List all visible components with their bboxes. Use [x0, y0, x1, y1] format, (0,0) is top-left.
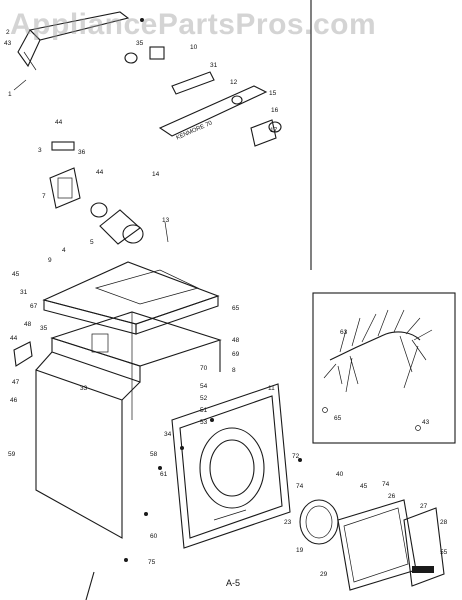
part-label: 1 — [8, 91, 12, 98]
front-panel — [171, 383, 291, 549]
part-label: 2 — [6, 29, 10, 36]
part-label: 58 — [150, 451, 158, 458]
part-label: 51 — [200, 407, 208, 414]
part-label: 74 — [382, 481, 390, 488]
part-label: 43 — [4, 40, 12, 47]
part-label: 15 — [269, 90, 277, 97]
part-label: 19 — [296, 547, 304, 554]
part-label: 75 — [148, 559, 156, 566]
part-label: 12 — [230, 79, 238, 86]
part-label: 55 — [440, 549, 448, 556]
part-label: 44 — [96, 169, 104, 176]
part-label: 7 — [42, 193, 46, 200]
part-label: 3 — [38, 147, 42, 154]
cabinet-top — [42, 261, 220, 335]
part-label: 34 — [164, 431, 172, 438]
screws — [124, 18, 302, 562]
part-label: 8 — [232, 367, 236, 374]
part-label: 52 — [200, 395, 208, 402]
part-label: 29 — [320, 571, 328, 578]
part-label: 70 — [200, 365, 208, 372]
timer-knob-parts — [124, 46, 215, 95]
part-label: 11 — [268, 385, 275, 392]
part-label: 53 — [200, 419, 208, 426]
part-label: 28 — [440, 519, 448, 526]
part-label: 63 — [340, 329, 348, 336]
leader-line — [85, 571, 95, 600]
part-label: 74 — [296, 483, 304, 490]
part-label: 59 — [8, 451, 16, 458]
cabinet — [13, 311, 222, 539]
part-label: 48 — [232, 337, 240, 344]
part-label: 60 — [150, 533, 158, 540]
console-end-cap — [13, 11, 130, 91]
part-label: 17 — [270, 127, 278, 134]
part-label: 47 — [12, 379, 20, 386]
page-label: A-5 — [226, 578, 241, 588]
part-label: 13 — [162, 217, 170, 224]
watermark-text: AppliancePartsPros.com — [10, 8, 377, 41]
door-assembly — [299, 499, 445, 591]
part-label: 46 — [10, 397, 18, 404]
part-label: 35 — [136, 40, 144, 47]
part-label: 65 — [232, 305, 240, 312]
part-label: 31 — [210, 62, 218, 69]
part-label: 4 — [62, 247, 66, 254]
part-label: 44 — [55, 119, 63, 126]
part-label: 45 — [12, 271, 20, 278]
part-label: 16 — [271, 107, 279, 114]
part-label: 67 — [30, 303, 38, 310]
part-label: 5 — [90, 239, 94, 246]
part-label: 40 — [336, 471, 344, 478]
part-label: 10 — [190, 44, 198, 51]
part-label: 44 — [10, 335, 18, 342]
part-label: 45 — [360, 483, 368, 490]
part-label: 54 — [200, 383, 208, 390]
part-label: 43 — [422, 419, 430, 426]
part-label: 26 — [388, 493, 396, 500]
part-label: 36 — [78, 149, 86, 156]
part-label: 9 — [48, 257, 52, 264]
part-label: 27 — [420, 503, 428, 510]
motor-assembly — [49, 141, 169, 245]
part-label: 33 — [80, 385, 88, 392]
part-label: 48 — [24, 321, 32, 328]
part-label: 69 — [232, 351, 240, 358]
part-label: 72 — [292, 453, 300, 460]
control-panel — [158, 85, 282, 147]
part-label: 61 — [160, 471, 168, 478]
part-label: 31 — [20, 289, 28, 296]
part-label: 23 — [284, 519, 292, 526]
wiring-harness-inset — [312, 292, 456, 444]
part-label: 65 — [334, 415, 342, 422]
part-label: 35 — [40, 325, 48, 332]
part-label: 14 — [152, 171, 160, 178]
